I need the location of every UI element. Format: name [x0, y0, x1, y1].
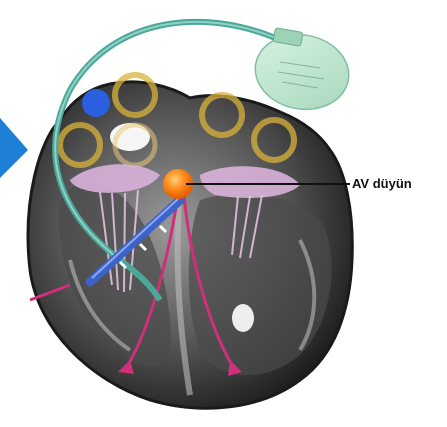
pointer-arrow-icon [0, 118, 28, 178]
av-node-label: AV düyün [352, 176, 412, 191]
ventricle-opening [232, 304, 254, 332]
vessel-opening [82, 89, 110, 117]
